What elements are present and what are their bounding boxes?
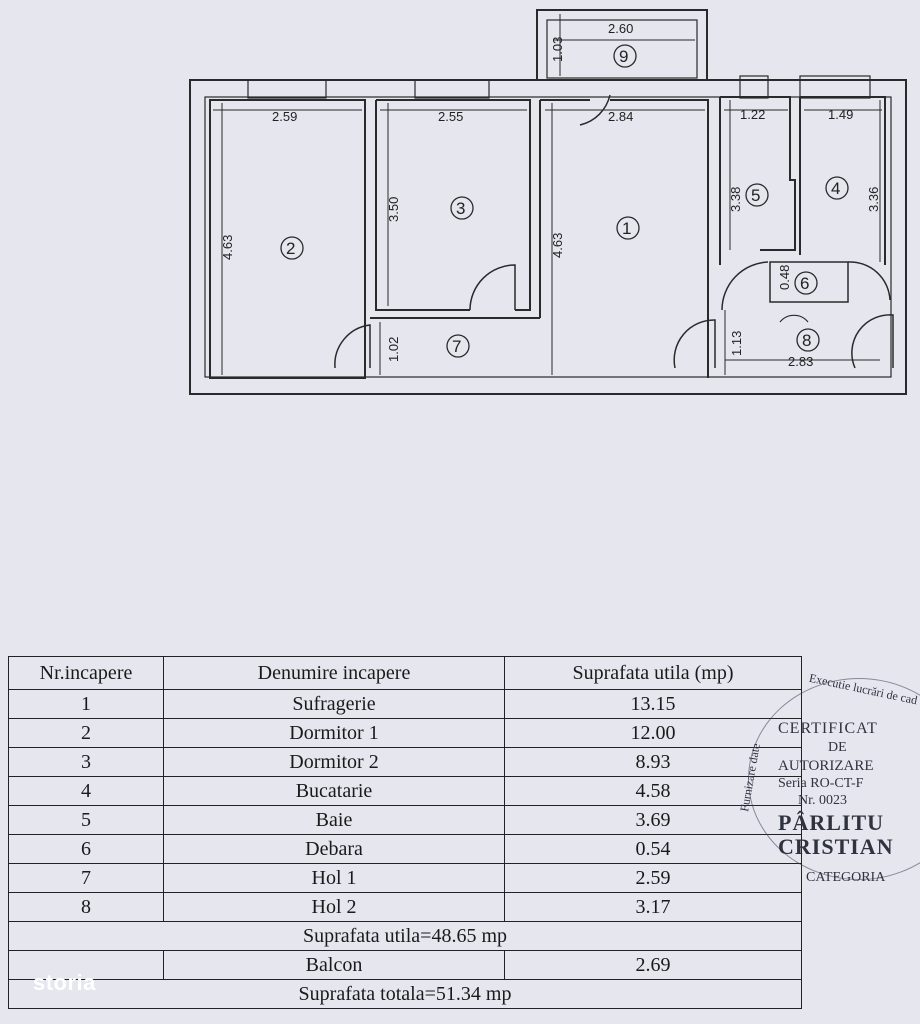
header-room-number: Nr.incapere [8,656,164,690]
room-4-walls [800,96,886,265]
balcony-area: 2.69 [504,950,802,980]
room-number: 4 [8,776,164,806]
room-number: 3 [8,747,164,777]
dim-room5-width: 1.22 [740,107,765,122]
room-number-2: 2 [286,239,295,258]
table-row: 4 Bucatarie 4.58 [8,776,802,806]
table-row: 8 Hol 2 3.17 [8,892,802,922]
room-number-8: 8 [802,331,811,350]
storia-logo: storia [33,970,96,995]
room-name: Dormitor 2 [163,747,505,777]
balcony-label: Balcon [163,950,505,980]
room-number: 8 [8,892,164,922]
table-header-row: Nr.incapere Denumire incapere Suprafata … [8,656,802,690]
area-table: Nr.incapere Denumire incapere Suprafata … [8,656,802,1009]
room-number: 6 [8,834,164,864]
dim-room2-width: 2.59 [272,109,297,124]
room-number-1: 1 [622,219,631,238]
room-name: Dormitor 1 [163,718,505,748]
dim-room3-height: 3.50 [386,197,401,222]
inner-outline [204,96,892,378]
room-name: Bucatarie [163,776,505,806]
dim-room7-height: 1.02 [386,337,401,362]
floor-plan: 2.59 2.55 2.84 1.22 1.49 2.60 2.83 4.63 … [189,9,907,395]
stamp-line-certificat: CERTIFICAT [778,720,878,737]
room-area: 3.17 [504,892,802,922]
room-number: 2 [8,718,164,748]
dim-room1-width: 2.84 [608,109,633,124]
dim-room9-height: 1.03 [550,37,565,62]
table-row: 3 Dormitor 2 8.93 [8,747,802,777]
dim-room8-width: 2.83 [788,354,813,369]
certification-stamp: Executie lucrări de cad Furnizare date C… [728,660,920,890]
room-number: 7 [8,863,164,893]
stamp-line-name-2: CRISTIAN [778,834,894,859]
dim-room4-height: 3.36 [866,187,881,212]
stamp-line-category: CATEGORIA [806,870,886,885]
dim-room8-height: 1.13 [729,331,744,356]
table-row: 1 Sufragerie 13.15 [8,689,802,719]
room-name: Hol 1 [163,863,505,893]
room-number: 5 [8,805,164,835]
dim-room6-height: 0.48 [777,265,792,290]
dim-room2-height: 4.63 [220,235,235,260]
dim-room9-width: 2.60 [608,21,633,36]
useful-total-row: Suprafata utila=48.65 mp [8,921,802,951]
useful-total: Suprafata utila=48.65 mp [8,921,802,951]
room-number-3: 3 [456,199,465,218]
dim-room4-width: 1.49 [828,107,853,122]
room-number-4: 4 [831,179,840,198]
room-name: Sufragerie [163,689,505,719]
stamp-line-de: DE [828,740,847,755]
room-name: Hol 2 [163,892,505,922]
room-number-5: 5 [751,186,760,205]
header-useful-area: Suprafata utila (mp) [504,656,802,690]
outer-wall [189,79,907,395]
room-name: Debara [163,834,505,864]
dim-room3-width: 2.55 [438,109,463,124]
dim-room5-height: 3.38 [728,187,743,212]
room-number: 1 [8,689,164,719]
room-6-walls [769,261,849,303]
stamp-line-seria: Seria RO-CT-F [778,776,864,791]
stamp-line-name-1: PÂRLITU [778,810,885,835]
room-3-walls [376,99,531,311]
stamp-line-autorizare: AUTORIZARE [778,758,874,774]
header-room-name: Denumire incapere [163,656,505,690]
room-name: Baie [163,805,505,835]
room-number-9: 9 [619,47,628,66]
grand-total: Suprafata totala=51.34 mp [8,979,802,1009]
table-row: 7 Hol 1 2.59 [8,863,802,893]
balcony-outline [536,9,708,81]
room-2-walls [209,99,366,379]
table-row: 6 Debara 0.54 [8,834,802,864]
room-number-6: 6 [800,274,809,293]
table-row: 5 Baie 3.69 [8,805,802,835]
table-row: 2 Dormitor 1 12.00 [8,718,802,748]
room-number-7: 7 [452,337,461,356]
stamp-line-nr: Nr. 0023 [798,793,847,808]
balcony-row: Balcon 2.69 [8,950,802,980]
dim-room1-height: 4.63 [550,233,565,258]
grand-total-row: Suprafata totala=51.34 mp [8,979,802,1009]
room-area: 3.69 [504,805,802,835]
